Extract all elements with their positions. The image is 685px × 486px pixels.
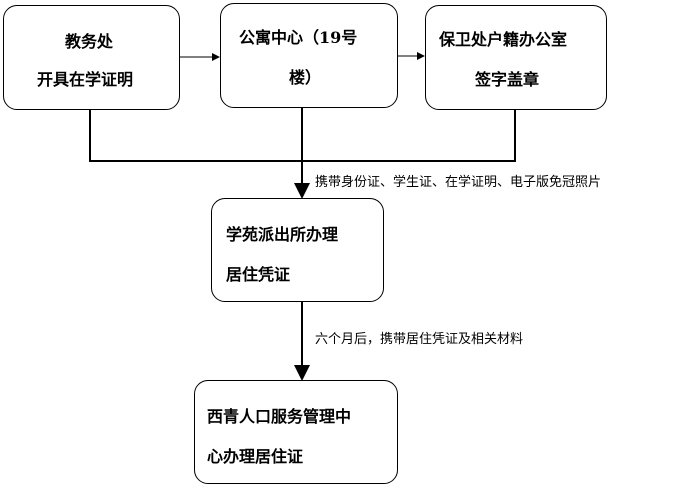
edge-label-six-months: 六个月后，携带居住凭证及相关材料 [315, 332, 524, 347]
node-line1: 保卫处户籍办公室 [439, 30, 568, 49]
node-line1: 公寓中心（19号 [239, 28, 358, 47]
node-line2: 签字盖章 [475, 70, 540, 89]
node-security-office: 保卫处户籍办公室 签字盖章 [425, 5, 607, 110]
node-line2: 楼） [289, 68, 322, 87]
node-line1: 西青人口服务管理中 [207, 407, 352, 426]
node-dormitory-center: 公寓中心（19号 楼） [220, 3, 398, 108]
node-academic-affairs: 教务处 开具在学证明 [3, 5, 180, 110]
node-population-service-center: 西青人口服务管理中 心办理居住证 [194, 380, 398, 484]
node-line2: 居住凭证 [226, 265, 291, 284]
node-line1: 教务处 [65, 32, 114, 51]
edge-label-materials: 携带身份证、学生证、在学证明、电子版免冠照片 [315, 175, 602, 190]
node-police-station: 学苑派出所办理 居住凭证 [211, 198, 384, 302]
node-line1: 学苑派出所办理 [226, 225, 339, 244]
node-line2: 开具在学证明 [37, 70, 134, 89]
node-line2: 心办理居住证 [207, 447, 304, 466]
